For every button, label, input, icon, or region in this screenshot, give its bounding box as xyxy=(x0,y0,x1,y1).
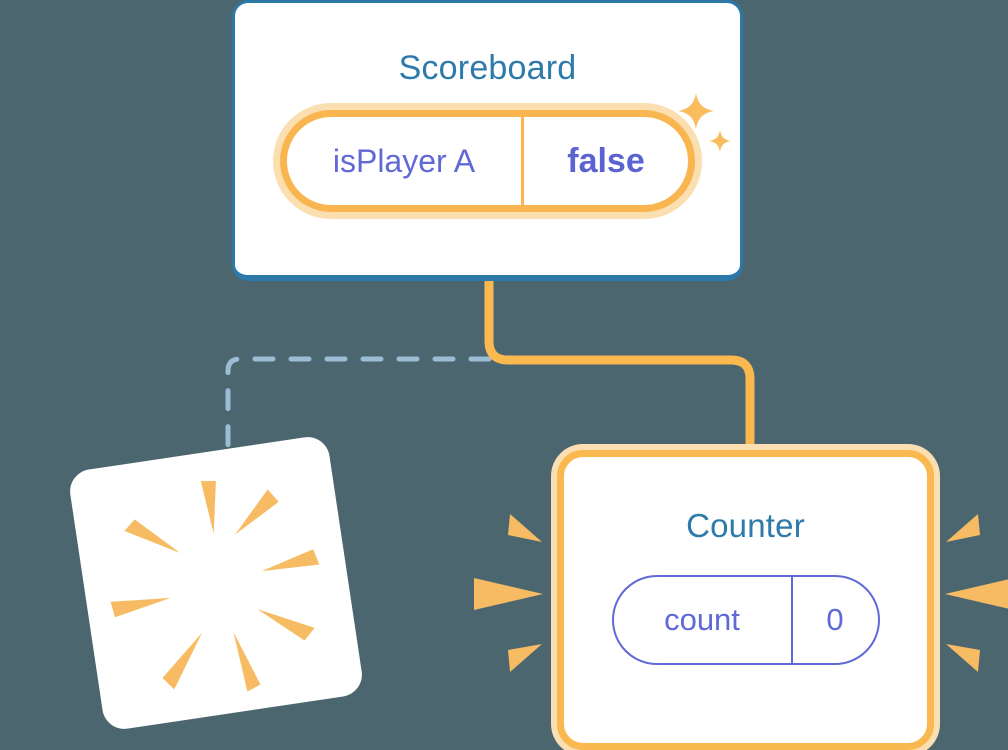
counter-state-pill[interactable]: count 0 xyxy=(611,575,880,665)
ray-icon xyxy=(508,514,542,542)
counter-title: Counter xyxy=(686,507,805,544)
ray-icon xyxy=(945,579,1008,609)
scoreboard-pill-wrapper: isPlayer A false xyxy=(280,93,731,212)
scoreboard-component-card[interactable]: Scoreboard isPlayer A false xyxy=(232,0,743,281)
connector-scoreboard-to-counter xyxy=(484,281,755,462)
sparkle-icon xyxy=(707,128,733,154)
scoreboard-state-pill[interactable]: isPlayer A false xyxy=(280,110,695,212)
burst-icon xyxy=(110,480,320,692)
scoreboard-state-key: isPlayer A xyxy=(287,117,524,205)
counter-state-value: 0 xyxy=(826,602,844,637)
counter-component-card[interactable]: Counter count 0 xyxy=(557,450,934,750)
scoreboard-title: Scoreboard xyxy=(398,49,577,87)
blank-component-card[interactable] xyxy=(67,434,365,732)
counter-state-key: count xyxy=(614,577,793,663)
ray-icon xyxy=(508,644,542,672)
counter-rays-left xyxy=(474,514,543,672)
ray-icon xyxy=(946,644,980,672)
ray-icon xyxy=(946,514,980,542)
ray-icon xyxy=(474,578,543,610)
counter-rays-right xyxy=(945,514,1008,672)
sparkle-icon xyxy=(675,90,717,132)
connector-scoreboard-to-blank xyxy=(225,356,492,473)
scoreboard-state-value: false xyxy=(567,141,645,180)
